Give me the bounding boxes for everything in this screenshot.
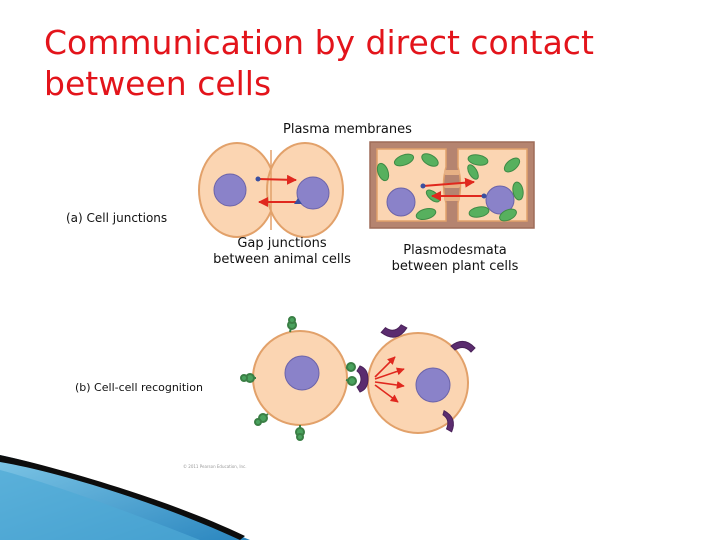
plasmodesmata-label: Plasmodesmata between plant cells [391, 243, 519, 274]
surface-markers [240, 316, 357, 441]
gap-junctions-label: Gap junctions between animal cells [213, 236, 351, 267]
animal-cells-gap-junctions [198, 142, 344, 238]
nucleus [296, 176, 330, 210]
nucleus [415, 367, 451, 403]
copyright-text: © 2011 Pearson Education, Inc. [183, 464, 247, 469]
decorative-corner-band [0, 455, 250, 540]
chloroplasts [376, 153, 524, 222]
slide-title: Communication by direct contact between … [44, 23, 594, 103]
signal-arrow [257, 174, 297, 185]
nucleus [284, 355, 320, 391]
recognition-arrows [374, 356, 405, 403]
nucleus [485, 185, 515, 215]
nucleus [213, 173, 247, 207]
cell-recognition-label: (b) Cell-cell recognition [75, 381, 203, 394]
cell-junctions-label: (a) Cell junctions [66, 211, 168, 225]
cell-recognition-cells [240, 316, 476, 441]
nucleus [386, 187, 416, 217]
signal-arrow [422, 177, 475, 188]
surface-receptors [356, 324, 476, 433]
plant-cells-plasmodesmata [369, 141, 535, 229]
plasma-membranes-label: Plasma membranes [283, 122, 412, 137]
